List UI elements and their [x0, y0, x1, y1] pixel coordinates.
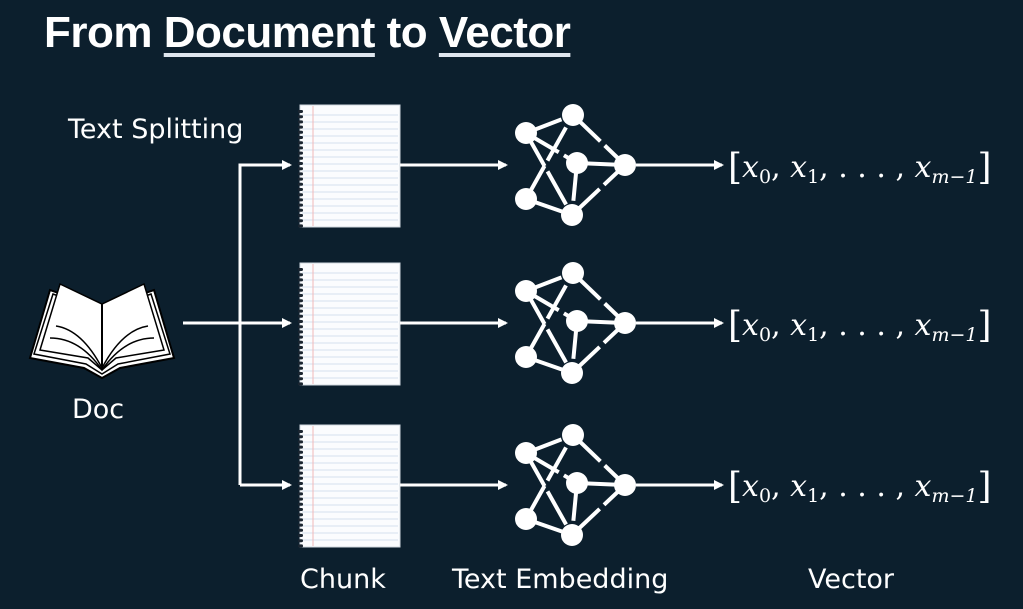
title-word-from: From [44, 8, 153, 57]
chunk-page-icon [298, 104, 401, 228]
neural-network-icon [515, 104, 636, 226]
page-title: From Document to Vector [44, 8, 571, 58]
title-word-vector: Vector [438, 8, 571, 57]
neural-network-icon [515, 424, 636, 546]
book-icon [28, 282, 176, 380]
vector-output-3: [x0, x1, . . . , xm−1] [728, 466, 992, 507]
neural-network-icon [515, 262, 636, 384]
vector-label: Vector [808, 564, 895, 595]
vector-output-2: [x0, x1, . . . , xm−1] [728, 305, 992, 346]
chunk-page-icon [298, 424, 401, 548]
title-word-to: to [386, 8, 428, 57]
vector-output-1: [x0, x1, . . . , xm−1] [728, 147, 992, 188]
chunk-page-icon [298, 262, 401, 386]
title-word-document: Document [163, 8, 376, 57]
text-embedding-label: Text Embedding [452, 564, 669, 595]
branch-line [238, 163, 290, 485]
chunk-label: Chunk [300, 564, 386, 595]
doc-label: Doc [72, 394, 125, 425]
text-splitting-label: Text Splitting [68, 114, 244, 145]
split-connector [183, 160, 292, 490]
